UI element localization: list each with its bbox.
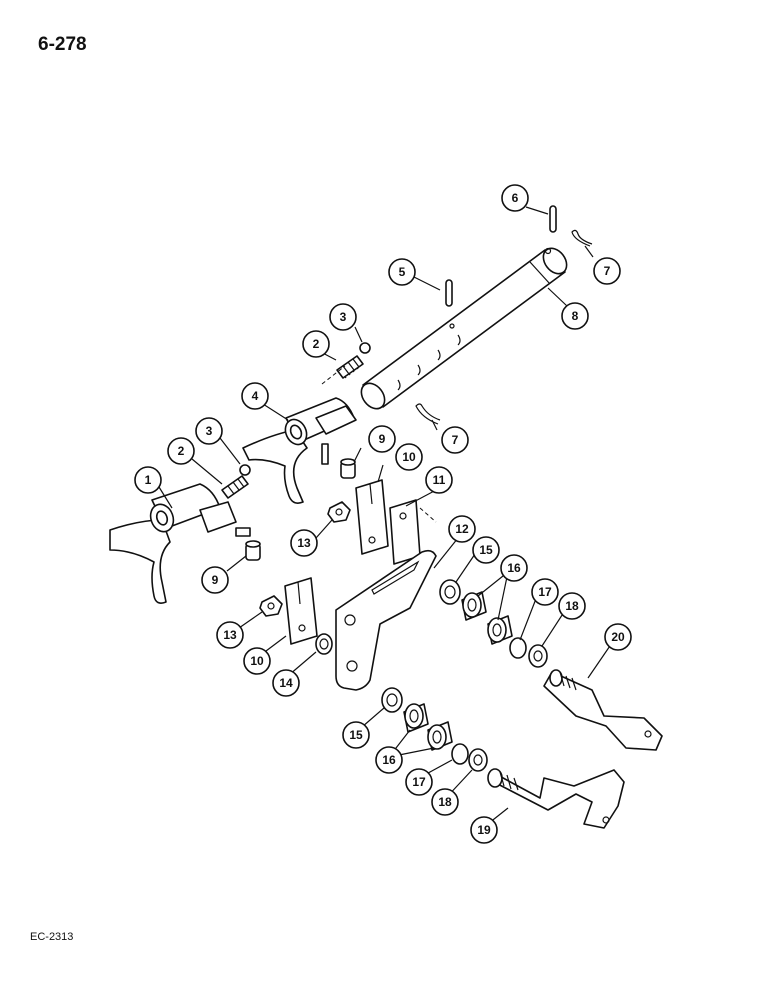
svg-text:6: 6 bbox=[512, 191, 519, 205]
bushing-upper-a bbox=[461, 591, 487, 621]
svg-text:17: 17 bbox=[412, 775, 426, 789]
shift-rail bbox=[360, 247, 568, 410]
svg-text:8: 8 bbox=[572, 309, 579, 323]
callout-12: 12 bbox=[448, 515, 476, 543]
callout-15: 15 bbox=[342, 721, 370, 749]
svg-text:7: 7 bbox=[604, 264, 611, 278]
washer-bracket bbox=[315, 633, 333, 655]
detent-ball-upper bbox=[359, 342, 371, 354]
detent-spring-lower bbox=[221, 475, 249, 499]
interlock-plate-upper bbox=[355, 479, 389, 555]
svg-text:13: 13 bbox=[297, 536, 311, 550]
callout-20: 20 bbox=[604, 623, 632, 651]
bushing-upper-b bbox=[487, 615, 513, 645]
mounting-bracket bbox=[335, 549, 437, 691]
shift-lever-shaft-lower bbox=[487, 768, 625, 829]
callout-10: 10 bbox=[243, 647, 271, 675]
callout-3: 3 bbox=[195, 417, 223, 445]
callout-11: 11 bbox=[425, 466, 453, 494]
guide-plate bbox=[389, 499, 437, 565]
callout-16: 16 bbox=[375, 746, 403, 774]
shift-fork-lower bbox=[109, 483, 251, 604]
roller-upper bbox=[340, 458, 356, 479]
nut-upper bbox=[327, 501, 351, 523]
callout-17: 17 bbox=[405, 768, 433, 796]
svg-text:5: 5 bbox=[399, 265, 406, 279]
callout-5: 5 bbox=[388, 258, 416, 286]
callout-13: 13 bbox=[290, 529, 318, 557]
svg-text:7: 7 bbox=[452, 433, 459, 447]
callout-10: 10 bbox=[395, 443, 423, 471]
washer-shaft-lower bbox=[468, 748, 488, 772]
callout-18: 18 bbox=[431, 788, 459, 816]
bushing-lower-b bbox=[427, 721, 453, 751]
callout-3: 3 bbox=[329, 303, 357, 331]
svg-text:2: 2 bbox=[178, 444, 185, 458]
svg-text:13: 13 bbox=[223, 628, 237, 642]
svg-text:18: 18 bbox=[438, 795, 452, 809]
callout-2: 2 bbox=[167, 437, 195, 465]
page-number: 6-278 bbox=[38, 34, 87, 55]
callout-4: 4 bbox=[241, 382, 269, 410]
nut-lower bbox=[259, 595, 283, 617]
callout-6: 6 bbox=[501, 184, 529, 212]
callout-7: 7 bbox=[441, 426, 469, 454]
svg-text:15: 15 bbox=[349, 728, 363, 742]
shift-lever-shaft-upper bbox=[543, 669, 663, 751]
callout-9: 9 bbox=[201, 566, 229, 594]
callout-15: 15 bbox=[472, 536, 500, 564]
callout-14: 14 bbox=[272, 669, 300, 697]
svg-text:12: 12 bbox=[455, 522, 469, 536]
svg-text:14: 14 bbox=[279, 676, 293, 690]
callout-8: 8 bbox=[561, 302, 589, 330]
snap-ring-shaft-lower bbox=[451, 743, 469, 765]
shift-fork-upper bbox=[242, 397, 357, 504]
svg-text:19: 19 bbox=[477, 823, 491, 837]
svg-text:15: 15 bbox=[479, 543, 493, 557]
svg-text:10: 10 bbox=[402, 450, 416, 464]
svg-text:17: 17 bbox=[538, 585, 552, 599]
callout-1: 1 bbox=[134, 466, 162, 494]
roller-lower bbox=[245, 540, 261, 561]
svg-text:9: 9 bbox=[379, 432, 386, 446]
svg-text:3: 3 bbox=[206, 424, 213, 438]
svg-text:20: 20 bbox=[611, 630, 625, 644]
drawing-code: EC-2313 bbox=[30, 931, 74, 943]
snap-ring-lower bbox=[415, 403, 441, 425]
snap-ring-shaft-upper bbox=[509, 637, 527, 659]
svg-text:10: 10 bbox=[250, 654, 264, 668]
callout-9: 9 bbox=[368, 425, 396, 453]
callout-19: 19 bbox=[470, 816, 498, 844]
callout-13: 13 bbox=[216, 621, 244, 649]
thrust-washer-upper bbox=[439, 579, 461, 605]
callout-16: 16 bbox=[500, 554, 528, 582]
svg-text:2: 2 bbox=[313, 337, 320, 351]
bushing-lower-a bbox=[403, 703, 429, 733]
svg-text:3: 3 bbox=[340, 310, 347, 324]
roll-pin-middle bbox=[445, 279, 453, 307]
detent-spring-upper bbox=[336, 355, 364, 379]
assembly-line-spring bbox=[321, 365, 346, 385]
svg-text:4: 4 bbox=[252, 389, 259, 403]
callout-2: 2 bbox=[302, 330, 330, 358]
svg-text:16: 16 bbox=[382, 753, 396, 767]
callout-17: 17 bbox=[531, 578, 559, 606]
svg-text:9: 9 bbox=[212, 573, 219, 587]
svg-text:18: 18 bbox=[565, 599, 579, 613]
svg-text:16: 16 bbox=[507, 561, 521, 575]
callout-18: 18 bbox=[558, 592, 586, 620]
callout-7: 7 bbox=[593, 257, 621, 285]
svg-text:11: 11 bbox=[433, 473, 446, 487]
detent-ball-lower bbox=[239, 464, 251, 476]
interlock-plate-lower bbox=[284, 577, 318, 645]
roll-pin-upper bbox=[549, 205, 557, 233]
thrust-washer-lower bbox=[381, 687, 403, 713]
svg-text:1: 1 bbox=[145, 473, 152, 487]
snap-ring-upper bbox=[571, 229, 593, 247]
washer-shaft-upper bbox=[528, 644, 548, 668]
